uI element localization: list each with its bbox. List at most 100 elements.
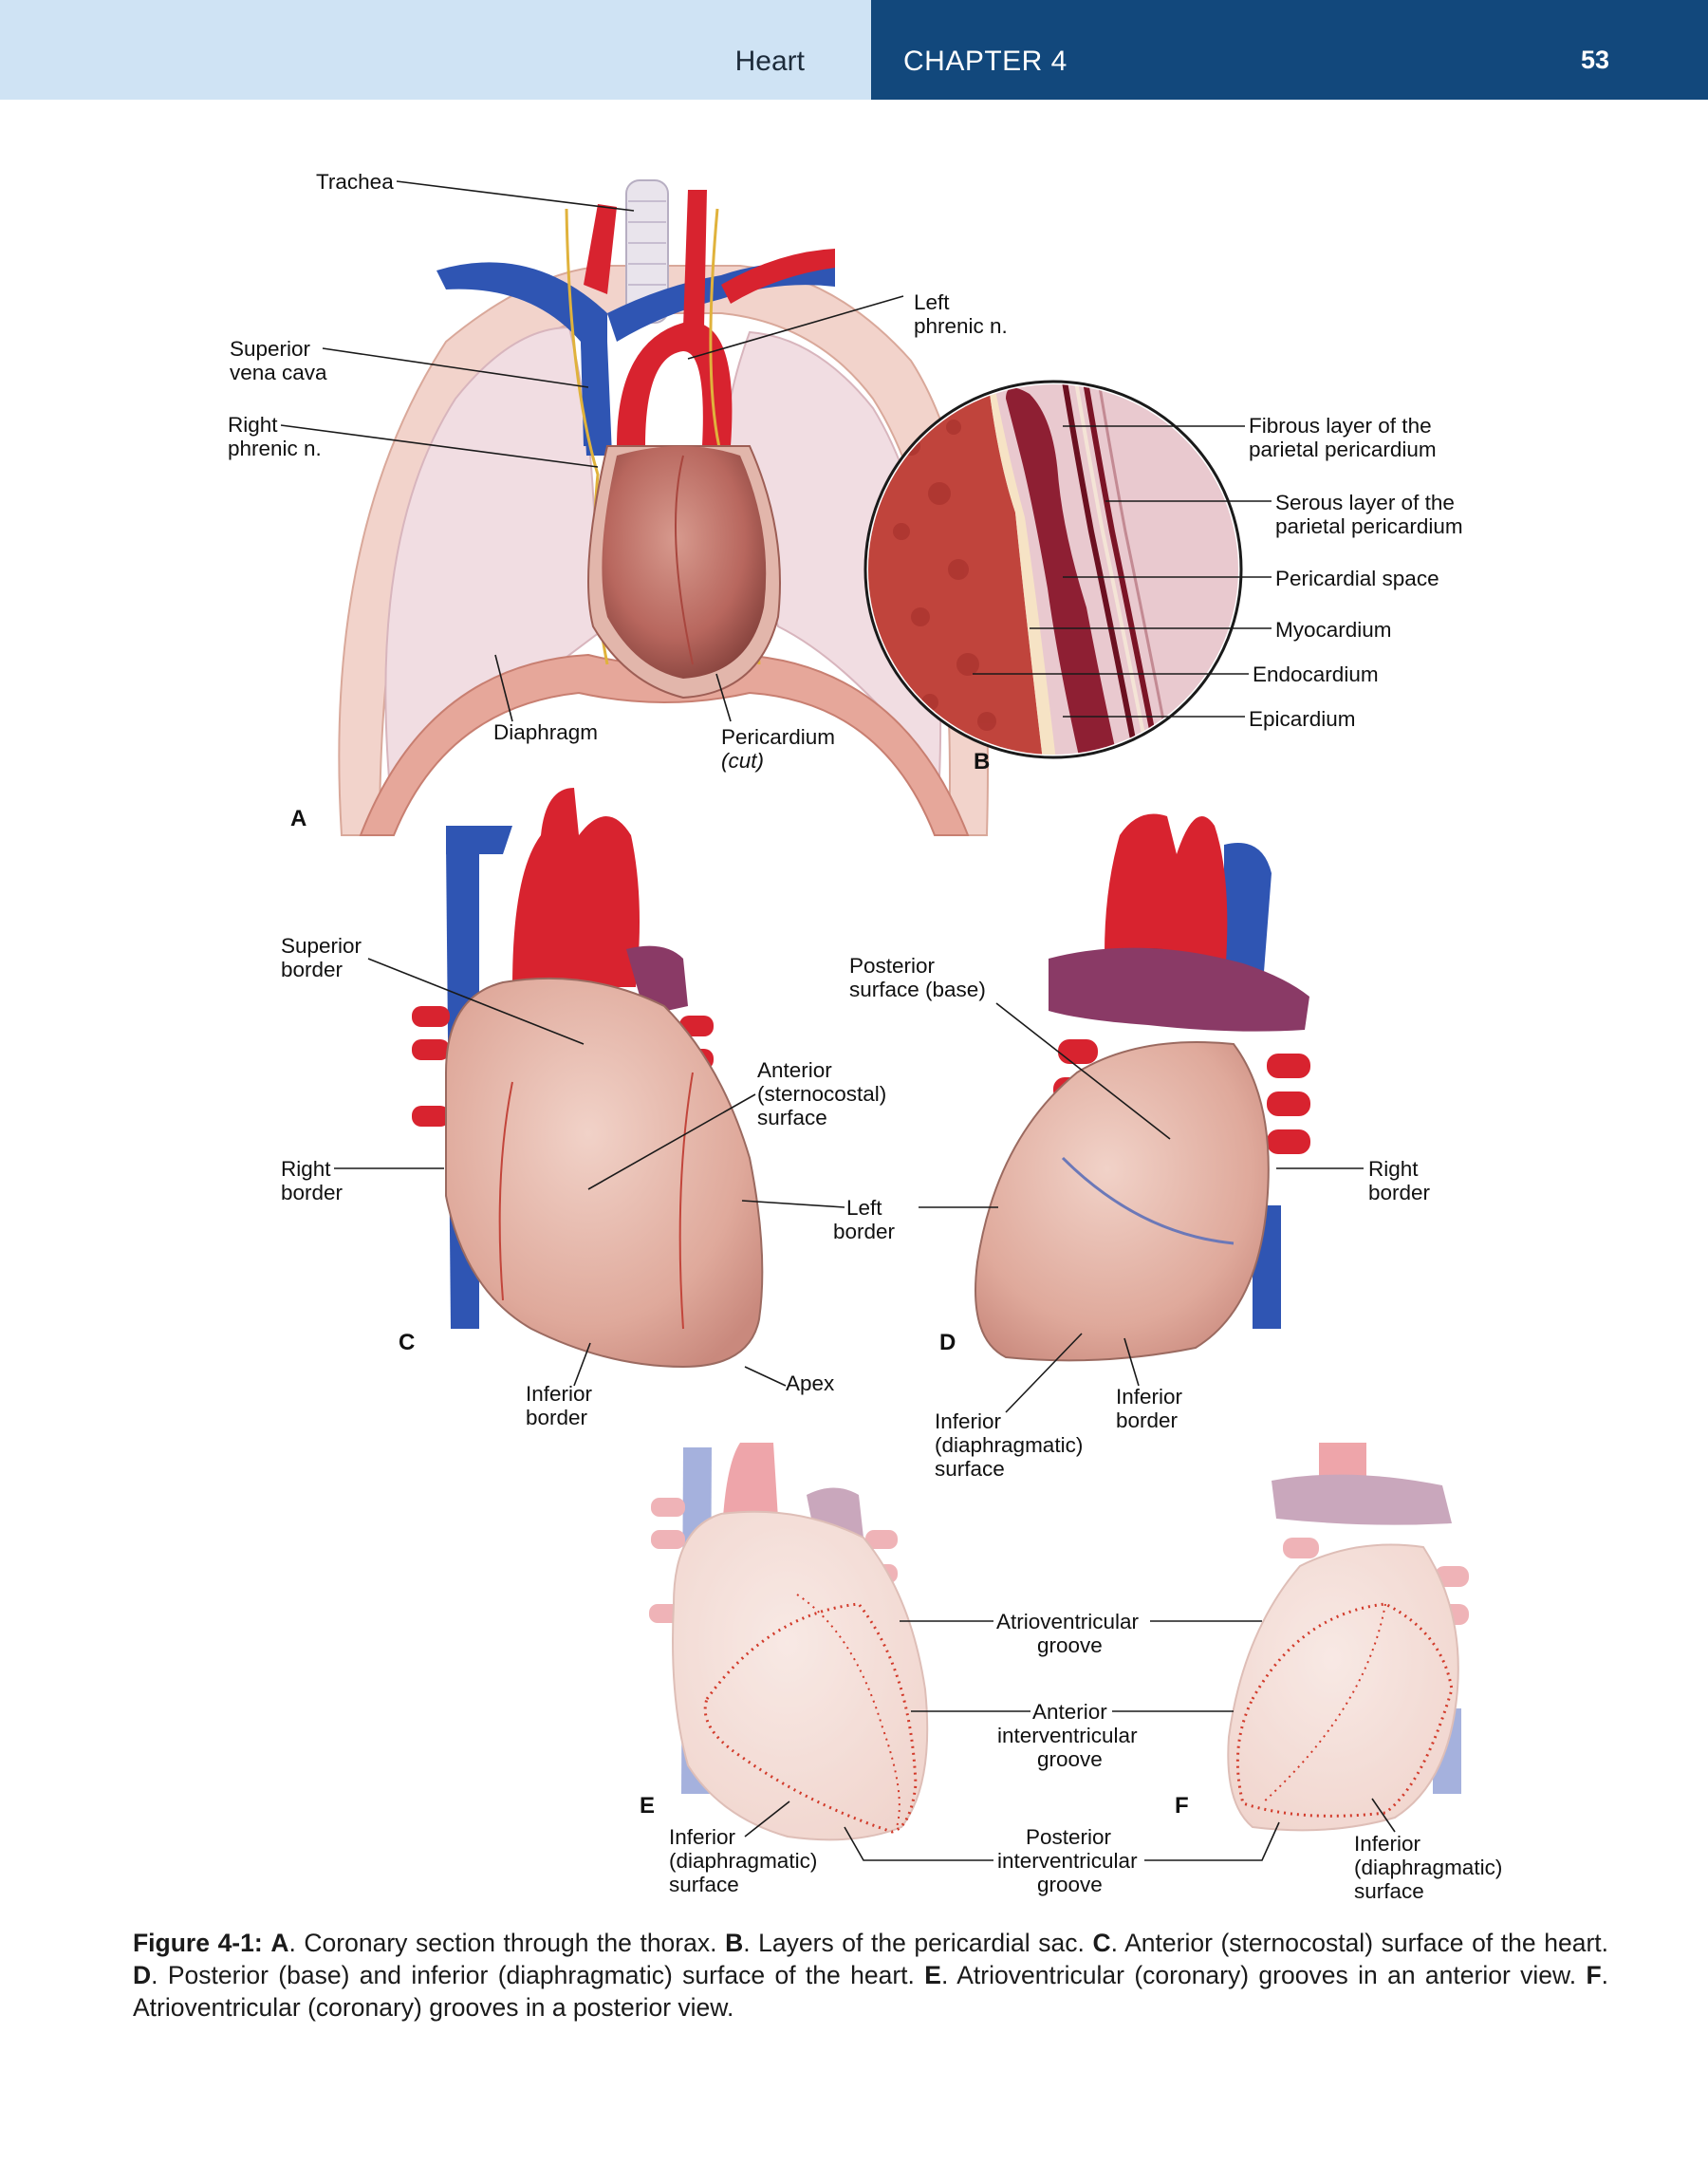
label-c-inferior-border-2: border <box>526 1406 588 1429</box>
header-light-band <box>0 0 871 100</box>
label-aiv-2: interventricular <box>997 1724 1138 1747</box>
caption-figure-number: Figure 4-1: <box>133 1929 263 1957</box>
panel-d-posterior-heart <box>975 813 1310 1362</box>
heart-f <box>1227 1543 1459 1832</box>
diaphragm-muscle <box>359 653 970 836</box>
label-svc-1: Superior <box>230 337 311 361</box>
label-d-inferior-surface-1: Inferior <box>935 1409 1002 1433</box>
aorta-d <box>1105 813 1228 987</box>
label-c-superior-border-2: border <box>281 958 343 981</box>
label-e-inferior-1: Inferior <box>669 1825 736 1849</box>
label-c-left-border-2: border <box>833 1220 896 1243</box>
label-c-superior-border-1: Superior <box>281 934 362 958</box>
panel-a-leaders <box>280 180 904 722</box>
label-d-inferior-surface-2: (diaphragmatic) <box>935 1433 1083 1457</box>
label-c-anterior-3: surface <box>757 1106 827 1129</box>
label-c-apex: Apex <box>786 1371 835 1395</box>
label-piv-1: Posterior <box>1026 1825 1112 1849</box>
figure-caption: Figure 4-1: A. Coronary section through … <box>133 1927 1608 2024</box>
panel-label-d: D <box>939 1330 956 1355</box>
page-number: 53 <box>1580 46 1609 74</box>
caption-a-text: . Coronary section through the thorax. <box>288 1929 726 1957</box>
figure-4-1: Trachea Left phrenic n. Superior vena ca… <box>228 170 1502 1903</box>
panel-label-b: B <box>974 749 990 774</box>
caption-b-text: . Layers of the pericardial sac. <box>743 1929 1093 1957</box>
label-d-inferior-border-2: border <box>1116 1409 1179 1432</box>
panel-c-anterior-heart <box>412 788 764 1369</box>
label-f-inferior-2: (diaphragmatic) <box>1354 1856 1502 1879</box>
caption-e: E <box>924 1961 941 1989</box>
heart-c <box>445 977 764 1369</box>
label-c-right-border-2: border <box>281 1181 343 1204</box>
caption-c-text: . Anterior (sternocostal) surface of the… <box>1110 1929 1608 1957</box>
label-d-right-border-1: Right <box>1368 1157 1419 1181</box>
panel-b-layers <box>863 380 1243 759</box>
aortic-arch-a <box>617 322 733 446</box>
caption-c: C <box>1092 1929 1111 1957</box>
panel-label-f: F <box>1175 1793 1189 1819</box>
caption-a: A <box>270 1929 289 1957</box>
label-d-inferior-border-1: Inferior <box>1116 1385 1183 1409</box>
panel-c-leaders <box>334 958 845 1387</box>
label-c-anterior-1: Anterior <box>757 1058 832 1082</box>
label-pericardium-2: (cut) <box>721 749 764 773</box>
heart-e <box>672 1510 929 1841</box>
caption-e-text: . Atrioventricular (coronary) grooves in… <box>940 1961 1587 1989</box>
label-serous-1: Serous layer of the <box>1275 491 1455 514</box>
panel-label-e: E <box>640 1793 655 1819</box>
caption-d: D <box>133 1961 152 1989</box>
panel-f-grooves-posterior <box>1227 1443 1469 1832</box>
panel-b-leaders <box>973 425 1272 718</box>
caption-d-text: . Posterior (base) and inferior (diaphra… <box>151 1961 925 1989</box>
label-aiv-3: groove <box>1037 1747 1103 1771</box>
label-f-inferior-1: Inferior <box>1354 1832 1421 1856</box>
label-c-right-border-1: Right <box>281 1157 331 1181</box>
label-svc-2: vena cava <box>230 361 327 384</box>
label-left-phrenic-1: Left <box>914 290 950 314</box>
label-d-right-border-2: border <box>1368 1181 1431 1204</box>
label-serous-2: parietal pericardium <box>1275 514 1463 538</box>
label-endocardium: Endocardium <box>1253 662 1379 686</box>
panel-d-leaders <box>919 1002 1364 1413</box>
label-piv-2: interventricular <box>997 1849 1138 1873</box>
panel-a-thorax <box>338 179 989 836</box>
label-c-inferior-border-1: Inferior <box>526 1382 593 1406</box>
label-c-anterior-2: (sternocostal) <box>757 1082 886 1106</box>
svc-shape <box>581 342 612 456</box>
pulmonary-veins-d <box>1049 947 1309 1032</box>
brachiocephalic-veins <box>436 262 607 446</box>
header-dark-band <box>871 0 1708 100</box>
label-aiv-1: Anterior <box>1032 1700 1107 1724</box>
caption-f: F <box>1586 1961 1602 1989</box>
label-d-posterior-1: Posterior <box>849 954 936 978</box>
label-fibrous-1: Fibrous layer of the <box>1249 414 1432 438</box>
chapter-label: CHAPTER 4 <box>903 46 1068 77</box>
label-diaphragm: Diaphragm <box>493 720 598 744</box>
label-pericardium-1: Pericardium <box>721 725 835 749</box>
panel-label-c: C <box>399 1330 415 1355</box>
label-piv-3: groove <box>1037 1873 1103 1896</box>
heart-a <box>602 446 767 679</box>
heart-d <box>975 1041 1270 1362</box>
label-left-phrenic-2: phrenic n. <box>914 314 1008 338</box>
section-name: Heart <box>734 46 805 77</box>
caption-f-text: . Atrioventricular (coronary) grooves in… <box>133 1961 1608 2022</box>
label-right-phrenic-1: Right <box>228 413 278 437</box>
caption-b: B <box>725 1929 744 1957</box>
panel-label-a: A <box>290 806 306 831</box>
label-fibrous-2: parietal pericardium <box>1249 438 1437 461</box>
label-c-left-border-1: Left <box>846 1196 882 1220</box>
panel-ef-leaders <box>744 1620 1396 1861</box>
label-trachea: Trachea <box>316 170 394 194</box>
label-av-groove-2: groove <box>1037 1633 1103 1657</box>
page-header: Heart CHAPTER 4 53 <box>0 0 1708 100</box>
label-av-groove-1: Atrioventricular <box>996 1610 1140 1633</box>
label-pericardial-space: Pericardial space <box>1275 567 1439 590</box>
aorta-c <box>512 788 640 987</box>
label-f-inferior-3: surface <box>1354 1879 1424 1903</box>
label-e-inferior-3: surface <box>669 1873 739 1896</box>
label-myocardium: Myocardium <box>1275 618 1392 642</box>
panel-e-grooves-anterior <box>649 1443 929 1841</box>
label-d-inferior-surface-3: surface <box>935 1457 1005 1481</box>
label-d-posterior-2: surface (base) <box>849 978 986 1001</box>
